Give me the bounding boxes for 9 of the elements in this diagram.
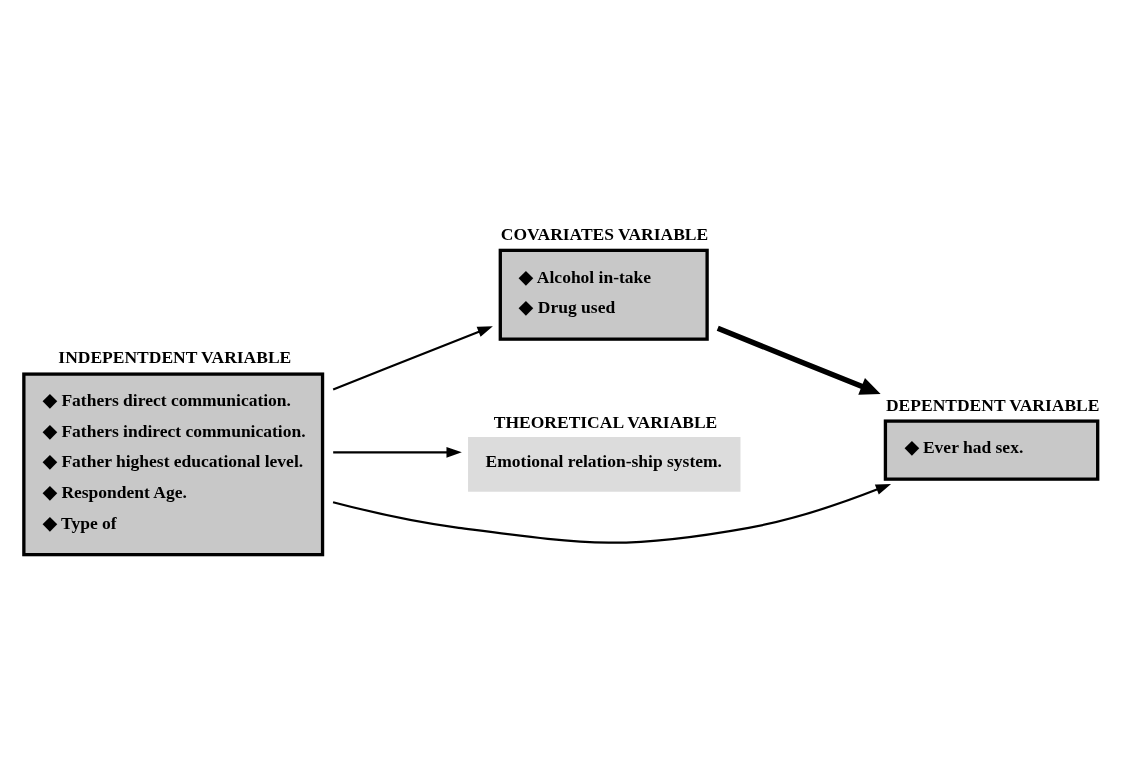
arrow (332, 326, 493, 391)
arrow (333, 446, 462, 458)
node-label: INDEPENTDENT VARIABLE (58, 347, 292, 368)
node-box: Emotional relation-ship system. (468, 437, 741, 492)
arrow (716, 325, 881, 395)
node-label: THEORETICAL VARIABLE (493, 412, 718, 433)
node-label: COVARIATES VARIABLE (500, 223, 709, 244)
node-label: DEPENTDENT VARIABLE (885, 394, 1100, 415)
arrow (332, 483, 892, 544)
